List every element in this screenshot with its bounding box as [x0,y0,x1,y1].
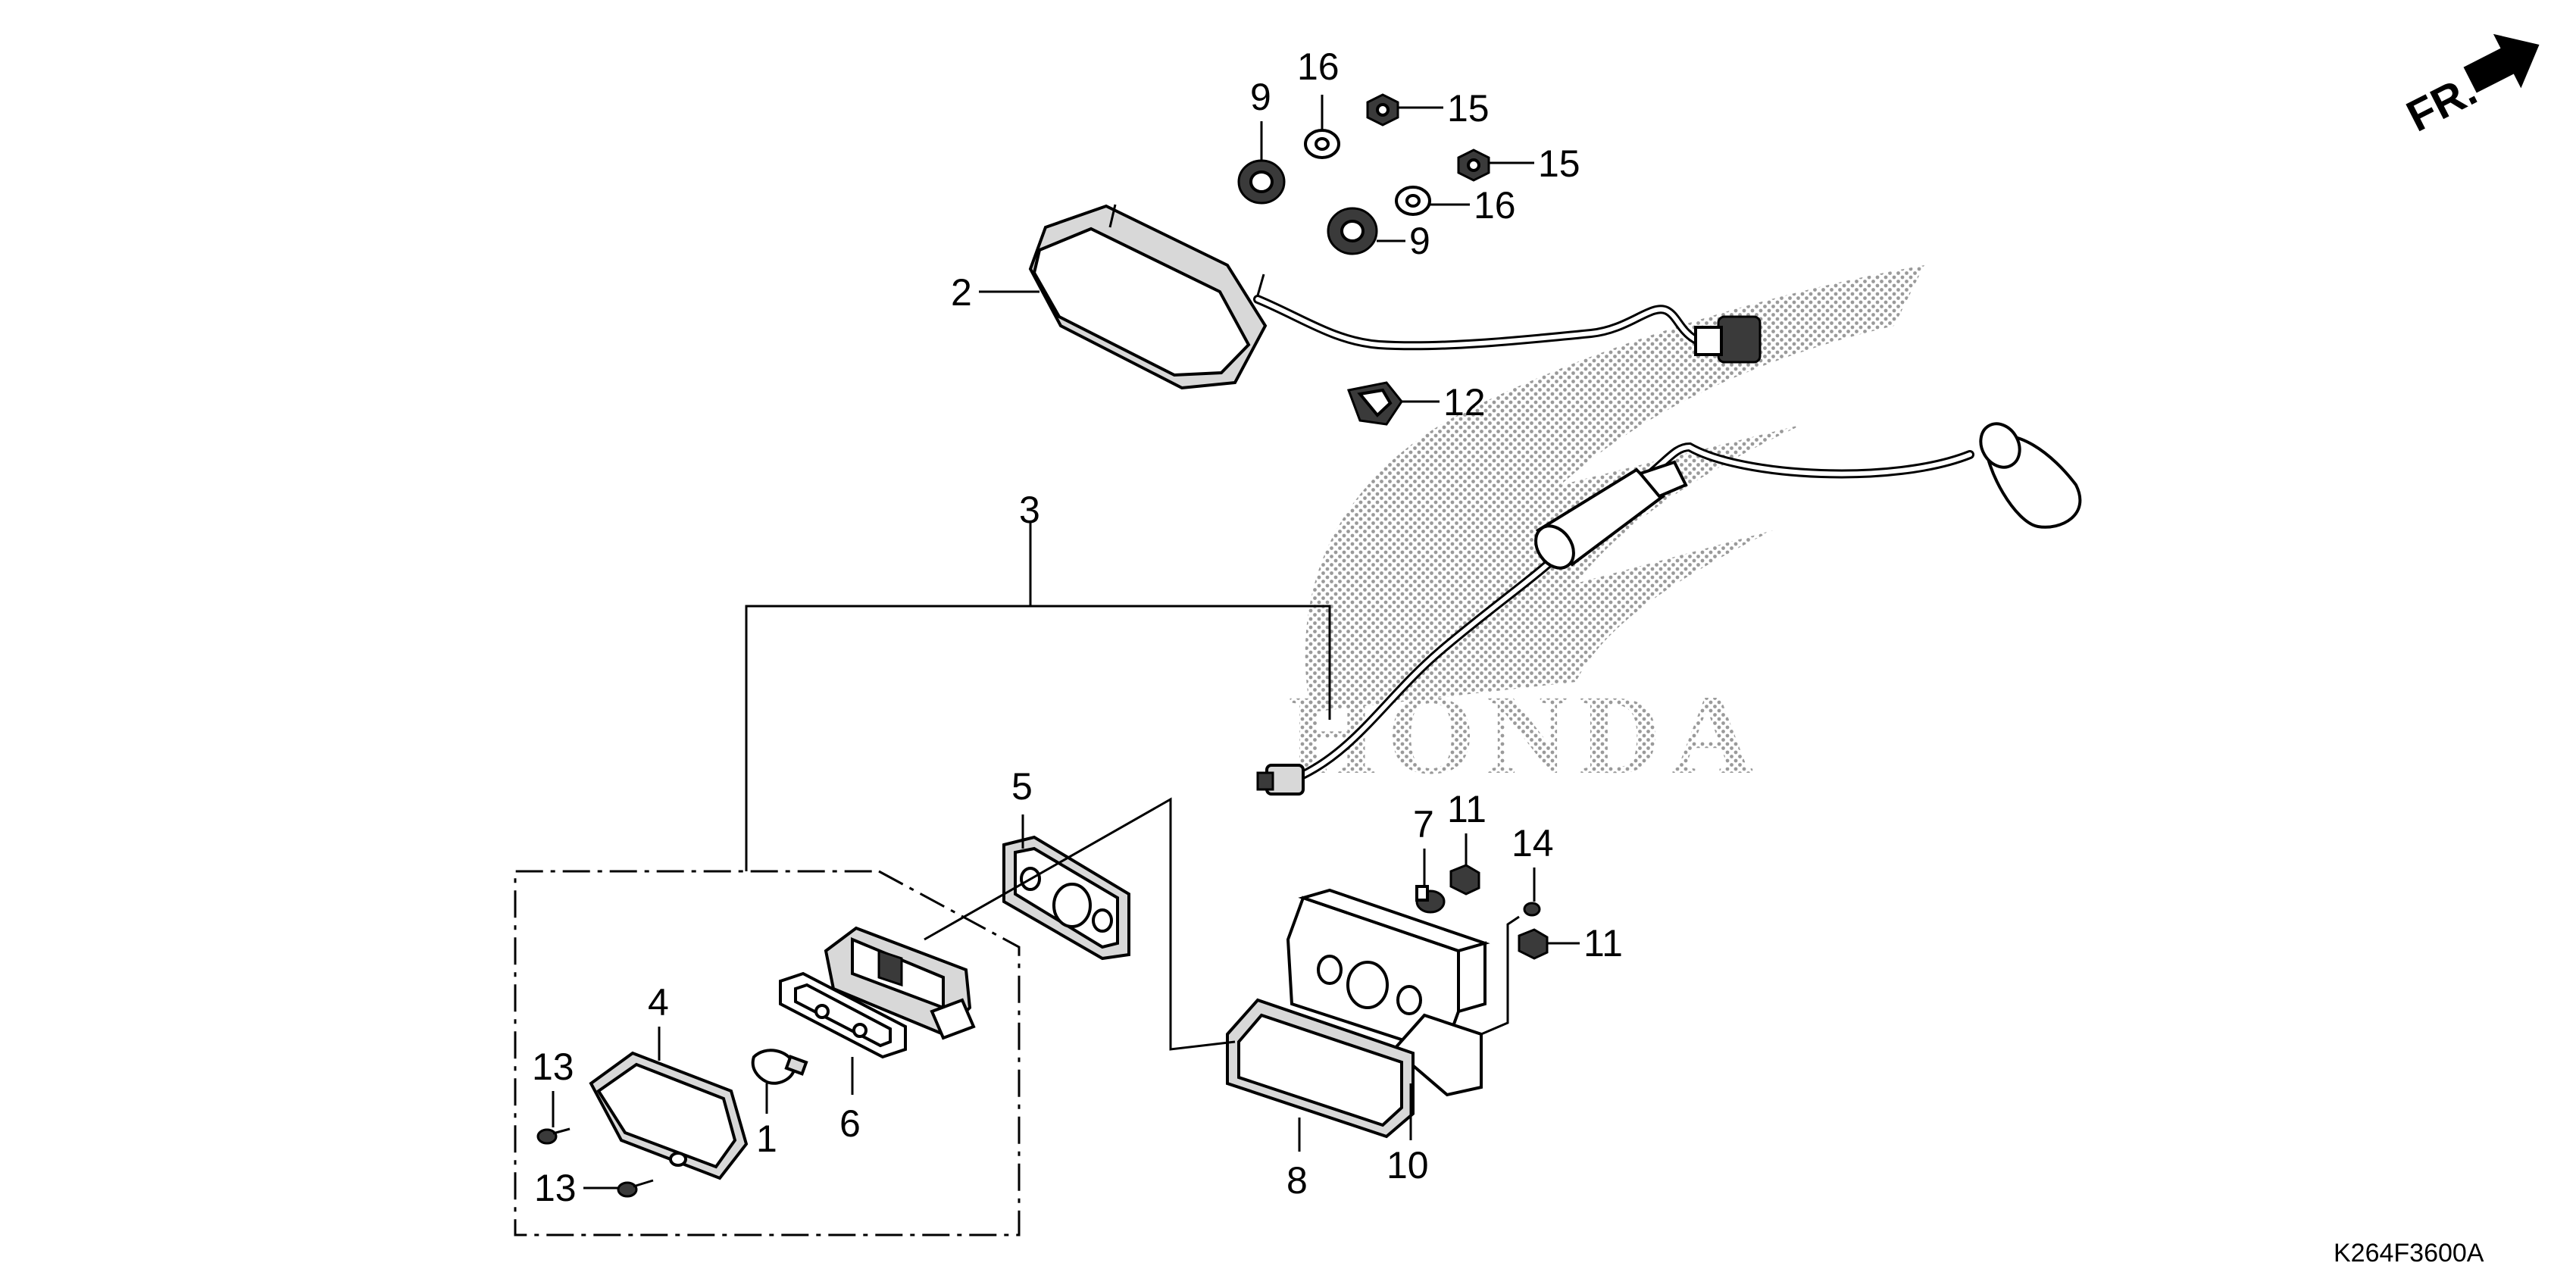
callout-14: 14 [1512,822,1554,864]
callout-15-upper: 15 [1447,87,1490,130]
part-6-gasket [779,971,907,1059]
license-light-harness [1256,422,2082,796]
part-13-screw-lower [617,1179,654,1198]
part-11-nut-lower [1518,928,1549,960]
part-2-taillight-assembly [1028,204,1762,390]
callout-12: 12 [1443,381,1486,424]
harness-connector [1717,315,1762,364]
diagram-code: K264F3600A [2334,1239,2484,1268]
part-16-washer-lower [1395,186,1431,216]
callout-11-upper: 11 [1447,788,1487,830]
callout-2: 2 [951,271,972,314]
part-5-gasket [1002,835,1130,961]
part-15-nut-upper [1366,93,1399,127]
callout-16-lower: 16 [1474,184,1516,227]
part-14-bracket-line [1480,915,1520,1036]
subassembly-outline [514,870,1021,1236]
callout-16-upper: 16 [1297,45,1340,88]
callout-13-lower: 13 [534,1167,577,1209]
callout-3: 3 [1019,489,1040,531]
part-14-screw [1523,902,1541,917]
callout-4: 4 [648,981,669,1024]
callout-13-upper: 13 [532,1046,574,1088]
front-direction-indicator: FR. [2399,33,2540,142]
callout-1: 1 [756,1118,777,1160]
arrow-right-icon [2463,33,2540,93]
part-16-washer-upper [1304,129,1340,159]
part-11-nut-upper [1449,864,1480,896]
part-13-screw-upper [536,1127,571,1145]
callout-15-lower: 15 [1538,142,1580,185]
part-3-zigzag-line [924,797,1236,1051]
callout-9-lower: 9 [1409,220,1430,262]
callout-10: 10 [1386,1144,1429,1186]
part-1-bulb [751,1049,808,1085]
part-10-housing [1286,888,1490,1097]
callout-labels: 1 2 3 4 5 6 7 8 9 9 10 11 11 12 13 13 14… [532,45,1623,1209]
callout-9-upper: 9 [1250,76,1271,118]
leader-lines [552,95,1580,1190]
callout-7: 7 [1413,803,1434,846]
part-3-bracket [745,523,1331,871]
callout-6: 6 [839,1102,861,1145]
part-9-grommet-lower [1327,207,1378,255]
part-7-grommet [1415,885,1446,914]
part-15-nut-lower [1457,148,1490,182]
part-12-clip [1346,381,1403,426]
callout-11-lower: 11 [1583,922,1623,964]
part-4-license-light [589,1051,749,1180]
part-8-reflector [1226,998,1415,1139]
callout-8: 8 [1286,1159,1308,1202]
bulb-socket [824,926,976,1040]
honda-watermark-text: HONDA [1288,672,1764,798]
callout-5: 5 [1011,765,1033,808]
part-9-grommet-upper [1237,159,1286,205]
